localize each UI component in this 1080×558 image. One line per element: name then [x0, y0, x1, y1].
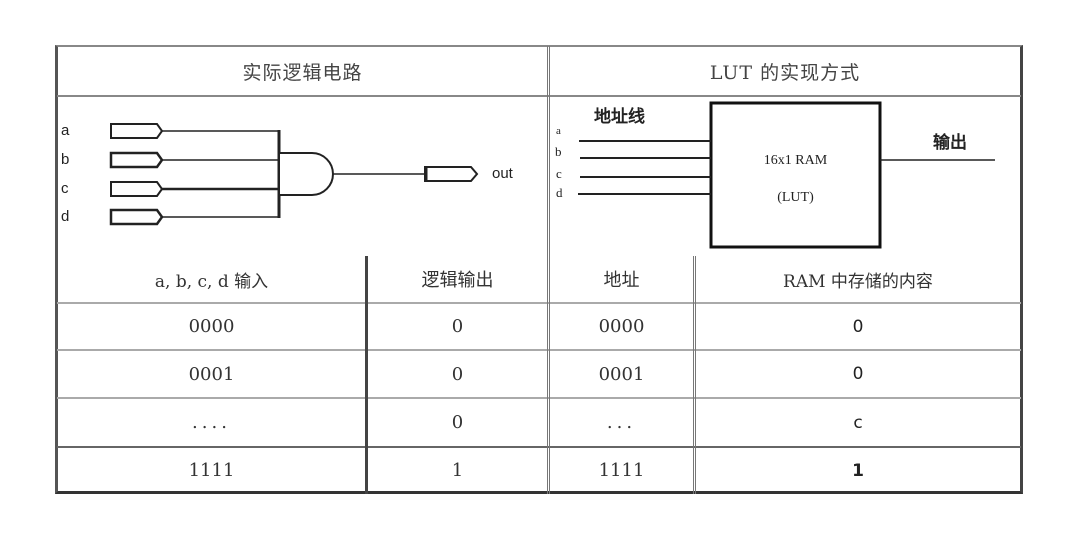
row-divider [57, 349, 1021, 351]
table-cell: 0 [852, 316, 864, 337]
header-logic-output: 逻辑输出 [421, 270, 494, 291]
table-cell: 0 [852, 364, 864, 384]
table-cell: 0 [451, 412, 464, 433]
ram-lut-label: (LUT) [777, 190, 814, 205]
header-inputs: a, b, c, d 输入 [154, 271, 269, 292]
address-label-c: c [556, 166, 562, 181]
output-pin [424, 166, 479, 182]
row-divider [57, 446, 1021, 448]
table-cell: 1111 [598, 460, 645, 481]
input-label-a: a [61, 122, 70, 139]
table-cell: 1111 [188, 460, 235, 481]
address-lines-label: 地址线 [594, 107, 645, 126]
input-label-b: b [61, 151, 70, 168]
input-pins [109, 123, 164, 226]
output-label: out [492, 165, 513, 182]
ram-block [709, 101, 882, 249]
panel-divider [547, 46, 550, 494]
table-cell: c [853, 412, 863, 433]
table-cell: 0000 [188, 316, 235, 337]
table-cell: ... [606, 412, 637, 433]
left-panel-title: 实际逻辑电路 [242, 61, 363, 84]
header-row-divider [57, 302, 1021, 304]
column-divider [365, 256, 368, 494]
address-lines [578, 140, 711, 195]
lut-comparison-table [55, 45, 1023, 494]
table-cell: 1 [852, 460, 864, 481]
header-ram-contents: RAM 中存储的内容 [783, 271, 933, 292]
table-cell: 0 [451, 316, 464, 337]
header-address: 地址 [603, 270, 640, 291]
column-divider [693, 256, 696, 494]
input-wires [162, 130, 281, 218]
title-divider [57, 95, 1021, 97]
and-gate-icon [280, 152, 334, 196]
table-cell: .... [192, 412, 231, 433]
table-cell: 1 [451, 460, 464, 481]
table-cell: 0001 [598, 363, 645, 385]
ram-size-label: 16x1 RAM [763, 153, 828, 168]
table-cell: 0 [451, 363, 464, 385]
lut-output-label: 输出 [933, 133, 967, 152]
right-panel-title: LUT 的实现方式 [709, 61, 861, 84]
row-divider [57, 397, 1021, 399]
address-label-a: a [556, 125, 561, 137]
address-label-d: d [556, 185, 563, 200]
input-label-d: d [61, 208, 70, 225]
table-cell: 0000 [598, 316, 645, 337]
table-cell: 0001 [188, 363, 235, 385]
input-label-c: c [61, 180, 69, 197]
address-label-b: b [555, 144, 562, 159]
